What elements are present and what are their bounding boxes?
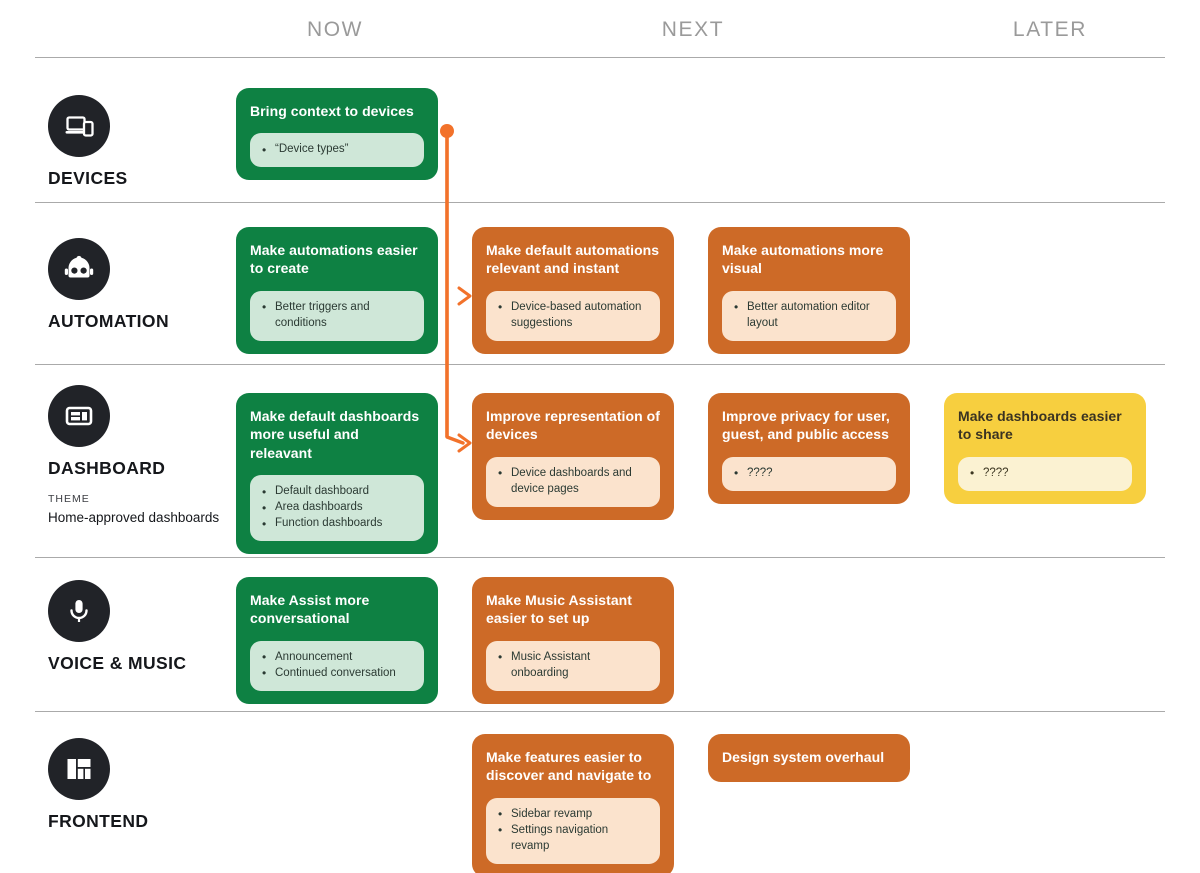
card-title: Make features easier to discover and nav… [486,749,652,784]
card-title: Improve representation of devices [486,408,660,443]
bullet-item: Announcement [261,649,413,665]
bullet-item: Continued conversation [261,665,413,681]
column-header-next: NEXT [661,18,725,41]
bullet-item: Better automation editor layout [733,299,885,332]
devices-now-card[interactable]: Bring context to devices “Device types” [236,88,438,181]
frontend-next-card-2[interactable]: Design system overhaul [708,734,910,783]
row-label-devices: DEVICES [48,95,233,189]
bullet-item: Better triggers and conditions [261,299,413,332]
frontend-next-card[interactable]: Make features easier to discover and nav… [472,734,674,873]
divider-automation [35,364,1165,365]
card-title: Make automations easier to create [250,242,418,277]
bullet-item: ???? [733,465,885,481]
card-title: Make Music Assistant easier to set up [486,592,632,627]
card-bullets: Music Assistant onboarding [486,640,660,691]
microphone-icon [48,580,110,642]
card-bullets: ???? [958,456,1132,491]
row-label-automation: AUTOMATION [48,238,233,332]
theme-text: Home-approved dashboards [48,510,220,525]
card-title: Make default dashboards more useful and … [250,408,420,461]
card-bullets: ???? [722,456,896,491]
column-header-now: NOW [306,18,364,41]
voice-next-card[interactable]: Make Music Assistant easier to set up Mu… [472,577,674,704]
divider-header [35,57,1165,58]
divider-devices [35,202,1165,203]
row-label-dashboard: DASHBOARD THEME Home-approved dashboards [48,385,233,527]
card-title: Improve privacy for user, guest, and pub… [722,408,890,443]
card-bullets: Announcement Continued conversation [250,640,424,691]
card-bullets: Device dashboards and device pages [486,456,660,507]
row-title-frontend: FRONTEND [48,811,149,831]
card-title: Bring context to devices [250,103,414,119]
column-header-later: LATER [1012,18,1088,41]
theme-label: THEME [48,493,90,505]
bullet-item: Device-based automation suggestions [497,299,649,332]
bullet-item: Device dashboards and device pages [497,465,649,498]
dashboard-later-card[interactable]: Make dashboards easier to share ???? [944,393,1146,504]
bullet-item: Function dashboards [261,516,413,532]
column-headers: NOW NEXT LATER [0,18,1200,52]
card-title: Design system overhaul [722,749,885,765]
card-bullets: “Device types” [250,133,424,168]
card-bullets: Better automation editor layout [722,290,896,341]
row-label-voice-music: VOICE & MUSIC [48,580,233,674]
card-bullets: Device-based automation suggestions [486,290,660,341]
automation-next-card[interactable]: Make default automations relevant and in… [472,227,674,354]
dashboard-next-card[interactable]: Improve representation of devices Device… [472,393,674,520]
divider-dashboard [35,557,1165,558]
bullet-item: Default dashboard [261,484,413,500]
devices-icon [48,95,110,157]
bullet-item: Music Assistant onboarding [497,649,649,682]
card-bullets: Default dashboard Area dashboards Functi… [250,475,424,541]
bullet-item: Area dashboards [261,500,413,516]
dashboard-now-card[interactable]: Make default dashboards more useful and … [236,393,438,554]
card-bullets: Better triggers and conditions [250,290,424,341]
row-title-automation: AUTOMATION [48,311,169,331]
card-title: Make Assist more conversational [250,592,370,627]
row-label-frontend: FRONTEND [48,738,233,832]
bullet-item: ???? [969,465,1121,481]
row-title-voice-music: VOICE & MUSIC [48,653,187,673]
card-bullets: Sidebar revamp Settings navigation revam… [486,797,660,864]
dashboard-icon [48,385,110,447]
dashboard-next-card-2[interactable]: Improve privacy for user, guest, and pub… [708,393,910,504]
bullet-item: Settings navigation revamp [497,822,649,855]
bullet-item: Sidebar revamp [497,806,649,822]
divider-voice [35,711,1165,712]
bullet-item: “Device types” [261,142,413,158]
robot-icon [48,238,110,300]
card-title: Make automations more visual [722,242,884,277]
automation-now-card[interactable]: Make automations easier to create Better… [236,227,438,354]
voice-now-card[interactable]: Make Assist more conversational Announce… [236,577,438,704]
row-title-dashboard: DASHBOARD [48,458,166,478]
card-title: Make default automations relevant and in… [486,242,660,277]
card-title: Make dashboards easier to share [958,408,1122,443]
row-title-devices: DEVICES [48,168,128,188]
automation-next-card-2[interactable]: Make automations more visual Better auto… [708,227,910,354]
layout-icon [48,738,110,800]
